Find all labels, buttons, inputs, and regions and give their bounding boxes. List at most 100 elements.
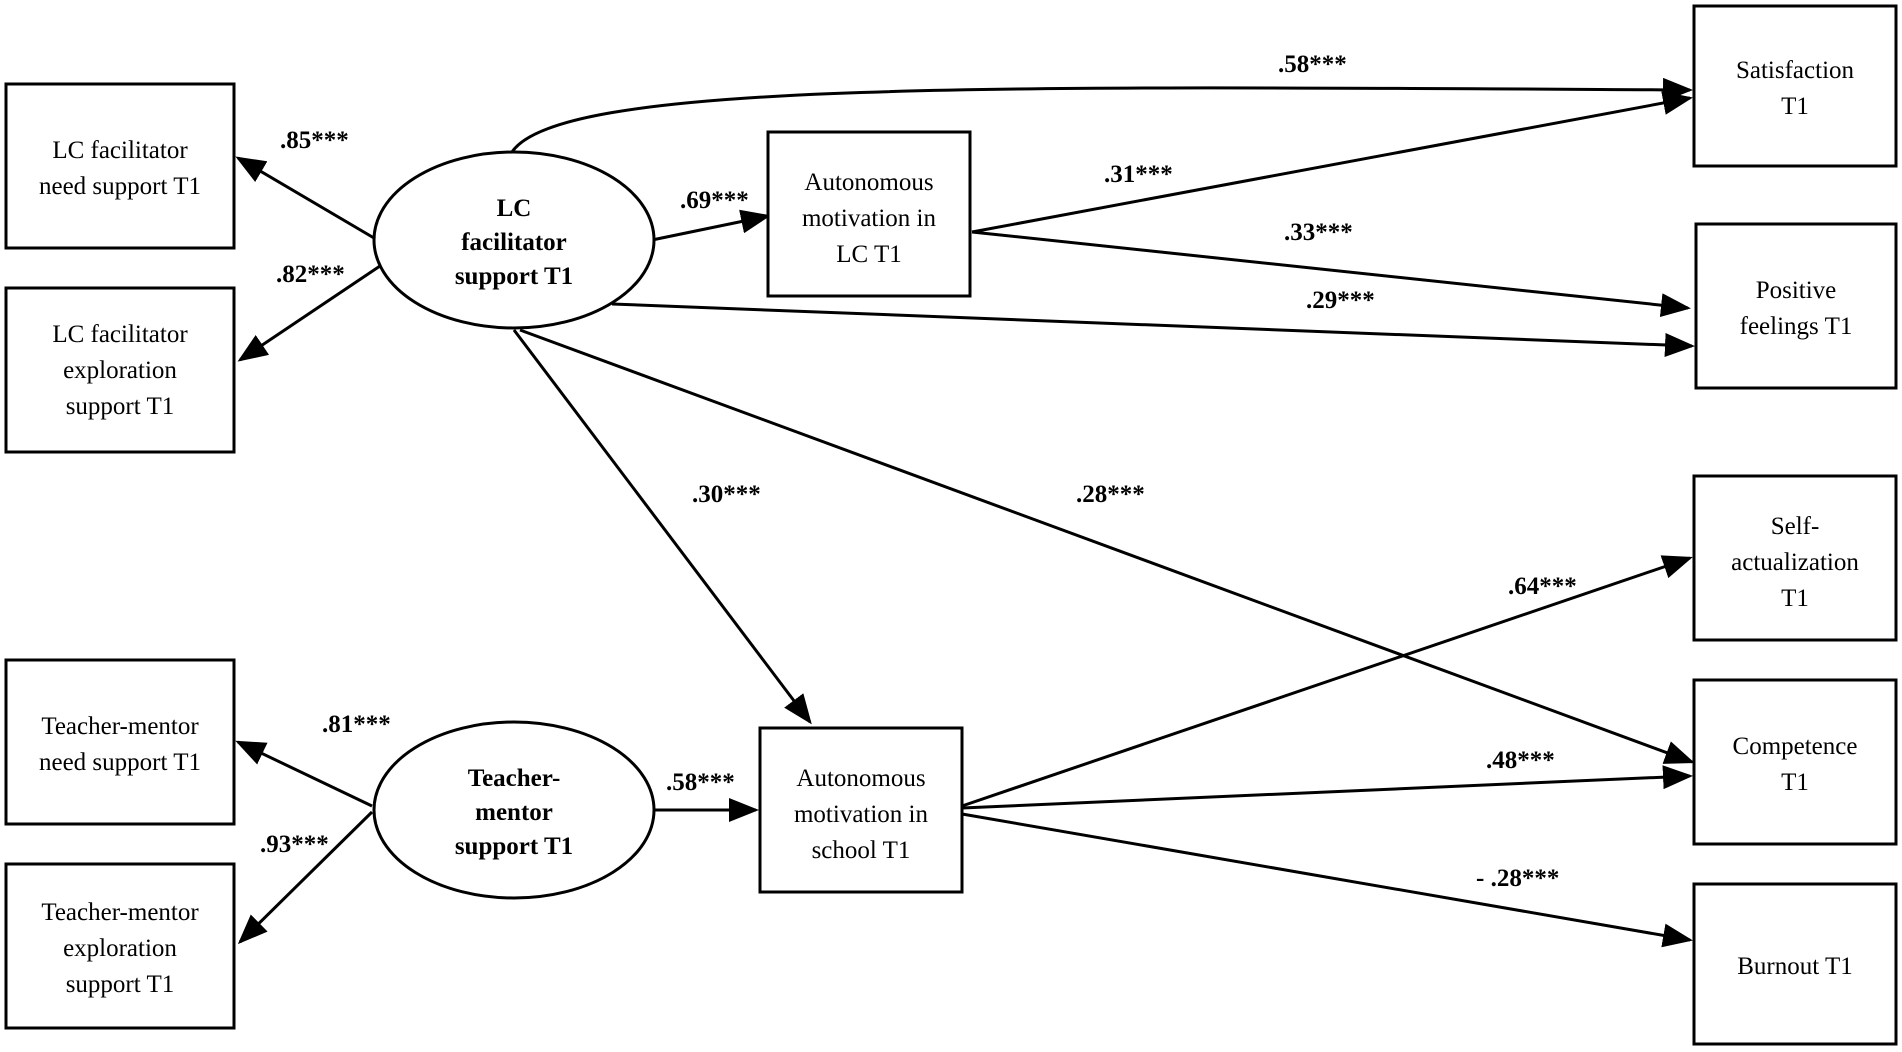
node-label-line: T1 <box>1781 769 1809 796</box>
path-tm-support-to-tm-need <box>235 740 373 808</box>
coef-lc-to-satisfaction: .58*** <box>1278 51 1347 78</box>
node-label-line: support T1 <box>66 971 175 998</box>
path-lc-support-to-competence <box>519 328 1695 764</box>
node-label-line: Autonomous <box>804 169 933 196</box>
coef-auto-school-to-self: .64*** <box>1508 573 1577 600</box>
svg-text:mentor: mentor <box>475 799 553 826</box>
svg-text:Teacher-mentor: Teacher-mentor <box>41 713 199 740</box>
node-label-line: actualization <box>1731 549 1859 576</box>
coef-lc-to-exploration: .82*** <box>276 261 345 288</box>
coef-tm-to-need: .81*** <box>322 711 391 738</box>
node-lc-exploration: LC facilitator exploration support T1 <box>4 286 236 454</box>
node-label-line: motivation in <box>794 801 929 828</box>
svg-text:motivation in: motivation in <box>794 801 929 828</box>
svg-text:school T1: school T1 <box>812 837 911 864</box>
node-label-line: school T1 <box>812 837 911 864</box>
coef-lc-to-positive: .29*** <box>1306 287 1375 314</box>
node-auto-school: Autonomous motivation in school T1 <box>758 726 964 894</box>
paths <box>235 77 1695 948</box>
node-label-line: Satisfaction <box>1736 57 1855 84</box>
svg-text:LC: LC <box>497 195 532 222</box>
path-lc-support-to-auto-lc <box>651 209 771 242</box>
svg-text:exploration: exploration <box>63 935 177 962</box>
path-lc-support-to-auto-school <box>512 329 812 725</box>
coef-auto-lc-to-satisfaction: .31*** <box>1104 161 1173 188</box>
svg-text:support T1: support T1 <box>66 393 175 420</box>
svg-text:support T1: support T1 <box>455 833 573 860</box>
svg-text:Burnout T1: Burnout T1 <box>1737 953 1853 980</box>
svg-text:actualization: actualization <box>1731 549 1859 576</box>
svg-text:facilitator: facilitator <box>461 229 567 256</box>
node-label-line: Teacher-mentor <box>41 899 199 926</box>
svg-text:LC facilitator: LC facilitator <box>52 137 188 164</box>
node-label-line: Teacher-mentor <box>41 713 199 740</box>
node-satisfaction: Satisfaction T1 <box>1692 4 1898 168</box>
node-label-line: Autonomous <box>796 765 925 792</box>
node-positive-feelings: Positive feelings T1 <box>1694 222 1898 390</box>
node-label-line: Burnout T1 <box>1737 953 1853 980</box>
svg-text:T1: T1 <box>1781 93 1809 120</box>
node-label-line: facilitator <box>461 229 567 256</box>
svg-text:Positive: Positive <box>1756 277 1837 304</box>
svg-text:Teacher-mentor: Teacher-mentor <box>41 899 199 926</box>
node-label-line: exploration <box>63 357 177 384</box>
node-label-line: LC T1 <box>836 241 902 268</box>
node-label-line: T1 <box>1781 93 1809 120</box>
path-tm-support-to-tm-exploration <box>237 810 374 945</box>
coef-lc-to-competence: .28*** <box>1076 481 1145 508</box>
coefficients: .85*** .82*** .81*** .93*** .69*** .58**… <box>260 51 1577 892</box>
node-label-line: Competence <box>1733 733 1858 760</box>
svg-text:Autonomous: Autonomous <box>804 169 933 196</box>
node-label-line: support T1 <box>455 263 573 290</box>
coef-lc-to-auto-school: .30*** <box>692 481 761 508</box>
path-auto-school-to-self-actualization <box>961 555 1693 808</box>
svg-text:Satisfaction: Satisfaction <box>1736 57 1855 84</box>
coef-tm-to-exploration: .93*** <box>260 831 329 858</box>
svg-text:exploration: exploration <box>63 357 177 384</box>
svg-text:LC facilitator: LC facilitator <box>52 321 188 348</box>
svg-text:support T1: support T1 <box>66 971 175 998</box>
svg-text:T1: T1 <box>1781 769 1809 796</box>
path-lc-support-to-satisfaction <box>510 77 1693 153</box>
node-label-line: need support T1 <box>39 749 201 776</box>
path-lc-support-to-positive <box>611 302 1695 357</box>
node-lc-need: LC facilitator need support T1 <box>4 82 236 250</box>
coef-lc-to-need: .85*** <box>280 127 349 154</box>
node-label-line: T1 <box>1781 585 1809 612</box>
node-tm-need: Teacher-mentor need support T1 <box>4 658 236 826</box>
node-label-line: Positive <box>1756 277 1837 304</box>
node-label-line: LC <box>497 195 532 222</box>
node-label-line: mentor <box>475 799 553 826</box>
node-label-line: support T1 <box>66 393 175 420</box>
path-auto-lc-to-positive <box>971 230 1691 318</box>
path-auto-school-to-burnout <box>961 812 1693 948</box>
path-lc-support-to-lc-exploration <box>237 264 381 362</box>
path-auto-school-to-competence <box>961 765 1693 810</box>
svg-text:need support T1: need support T1 <box>39 173 201 200</box>
node-label-line: LC facilitator <box>52 321 188 348</box>
svg-text:need support T1: need support T1 <box>39 749 201 776</box>
node-label-line: need support T1 <box>39 173 201 200</box>
svg-text:support T1: support T1 <box>455 263 573 290</box>
node-lc-support: LC facilitator support T1 <box>372 150 656 330</box>
node-competence: Competence T1 <box>1692 678 1898 846</box>
node-self-actualization: Self- actualization T1 <box>1692 474 1898 642</box>
svg-text:Competence: Competence <box>1733 733 1858 760</box>
node-label-line: LC facilitator <box>52 137 188 164</box>
node-label-line: Teacher- <box>468 765 561 792</box>
coef-tm-to-auto-school: .58*** <box>666 769 735 796</box>
node-tm-support: Teacher- mentor support T1 <box>372 720 656 900</box>
path-auto-lc-to-satisfaction <box>971 91 1693 234</box>
node-label-line: exploration <box>63 935 177 962</box>
svg-text:Teacher-: Teacher- <box>468 765 561 792</box>
coef-auto-lc-to-positive: .33*** <box>1284 219 1353 246</box>
node-burnout: Burnout T1 <box>1692 882 1898 1046</box>
node-label-line: Self- <box>1771 513 1820 540</box>
svg-text:LC T1: LC T1 <box>836 241 902 268</box>
node-label-line: feelings T1 <box>1740 313 1853 340</box>
svg-text:Self-: Self- <box>1771 513 1820 540</box>
coef-auto-school-to-burnout: - .28*** <box>1476 865 1559 892</box>
node-label-line: motivation in <box>802 205 937 232</box>
coef-auto-school-to-competence: .48*** <box>1486 747 1555 774</box>
